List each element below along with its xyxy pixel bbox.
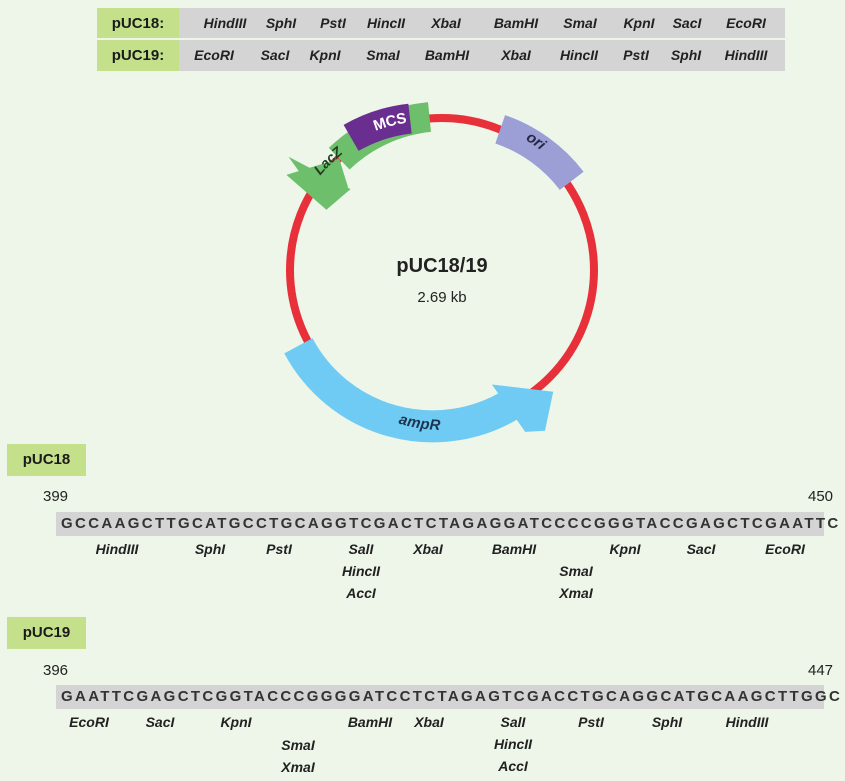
site-saci: SacI [145, 714, 175, 730]
sequence-text: GCCAAGCTTGCATGCCTGCAGGTCGACTCTAGAGGATCCC… [61, 515, 841, 532]
start-position: 396 [43, 662, 69, 679]
sequence-text: GAATTCGAGCTCGGTACCCGGGGATCCTCTAGAGTCGACC… [61, 688, 843, 705]
table-cell: PstI [320, 15, 346, 31]
site-sphi: SphI [194, 541, 226, 557]
site-ecori: EcoRI [69, 714, 109, 730]
site-psti: PstI [266, 541, 292, 557]
end-position: 447 [808, 662, 834, 679]
start-position: 399 [43, 488, 69, 505]
table-cell: SphI [670, 47, 702, 63]
table-cell: KpnI [623, 15, 655, 31]
table-label-puc18: pUC18: [97, 8, 179, 39]
site-sphi: SphI [651, 714, 683, 730]
site-bamhi: BamHI [491, 541, 537, 557]
table-cell: SacI [260, 47, 290, 63]
site-kpni: KpnI [609, 541, 641, 557]
plasmid-size: 2.69 kb [417, 289, 466, 306]
table-divider [97, 38, 785, 40]
site-hindiii: HindIII [725, 714, 769, 730]
table-label-puc19: pUC19: [97, 40, 179, 71]
table-cell: HincII [366, 15, 406, 31]
table-cell: SacI [672, 15, 702, 31]
table-cell: EcoRI [726, 15, 766, 31]
table-cell: KpnI [309, 47, 341, 63]
table-cell: BamHI [493, 15, 539, 31]
table-cell: PstI [623, 47, 649, 63]
table-cell: HindIII [203, 15, 247, 31]
site-bamhi: BamHI [347, 714, 393, 730]
ampr-label: ampR [397, 411, 441, 434]
table-cell: XbaI [501, 47, 531, 63]
ori-feature [494, 115, 584, 191]
mcs-feature [343, 103, 413, 152]
section-label: pUC18 [7, 444, 86, 476]
site-xbai: XbaI [414, 714, 444, 730]
site-saci: SacI [686, 541, 716, 557]
site-hindiii: HindIII [95, 541, 139, 557]
table-row-puc19: EcoRI SacI KpnI SmaI BamHI XbaI HincII P… [179, 40, 785, 71]
site-psti: PstI [578, 714, 604, 730]
plasmid-map: MCS LacZ ori ampR pUC18/19 2.69 kb [284, 102, 598, 443]
site-ecori: EcoRI [765, 541, 805, 557]
sequence-bar: GAATTCGAGCTCGGTACCCGGGGATCCTCTAGAGTCGACC… [56, 685, 843, 709]
table-cell: SmaI [366, 47, 400, 63]
table-cell: XbaI [431, 15, 461, 31]
table-cell: SphI [265, 15, 297, 31]
sequence-bar: GCCAAGCTTGCATGCCTGCAGGTCGACTCTAGAGGATCCC… [56, 512, 841, 536]
table-cell: SmaI [563, 15, 597, 31]
site-kpni: KpnI [220, 714, 252, 730]
site-xbai: XbaI [413, 541, 443, 557]
ampr-feature [284, 338, 554, 443]
table-cell: HindIII [724, 47, 768, 63]
plasmid-name: pUC18/19 [396, 255, 487, 277]
end-position: 450 [808, 488, 834, 505]
table-cell: BamHI [424, 47, 470, 63]
table-cell: EcoRI [194, 47, 234, 63]
section-label: pUC19 [7, 617, 86, 649]
table-cell: HincII [559, 47, 599, 63]
table-row-puc18: HindIII SphI PstI HincII XbaI BamHI SmaI… [179, 8, 785, 39]
